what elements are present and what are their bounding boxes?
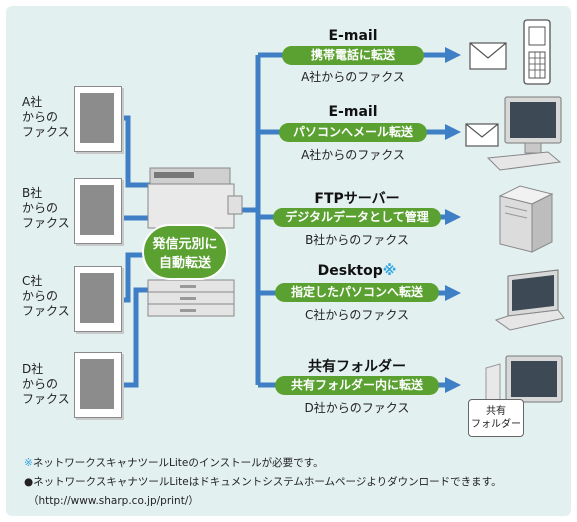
fax-document-b xyxy=(74,178,122,244)
dest-source-5: D社からのファクス xyxy=(304,401,410,415)
footnote-1-text: ネットワークスキャナツールLiteのインストールが必要です。 xyxy=(32,457,324,469)
source-label-d: D社からのファクス xyxy=(22,362,70,407)
shared-folder-tag: 共有 フォルダー xyxy=(468,399,524,437)
badge-line-2: 自動転送 xyxy=(158,256,211,271)
source-label-text: A社からのファクス xyxy=(22,95,70,139)
arrowhead-5 xyxy=(445,377,461,393)
footnote-1-mark: ※ xyxy=(24,457,33,469)
shared-folder-pc-icon xyxy=(485,355,563,415)
dest-action-2: パソコンへメール転送 xyxy=(279,123,427,142)
mobile-phone-icon xyxy=(523,19,551,85)
dest-title-desktop: Desktop※ xyxy=(282,263,432,279)
folder-tag-line-1: 共有 xyxy=(486,406,506,417)
dest-source-3: B社からのファクス xyxy=(305,233,409,247)
source-label-text: C社からのファクス xyxy=(22,274,70,318)
arrowhead-2 xyxy=(445,124,461,140)
arrowhead-3 xyxy=(445,209,461,225)
dest-action-5: 共有フォルダー内に転送 xyxy=(275,376,439,395)
dest-title-email-1: E-mail xyxy=(328,28,378,44)
source-label-a: A社からのファクス xyxy=(22,95,70,140)
fax-document-c xyxy=(74,266,122,332)
fax-document-a xyxy=(74,86,122,152)
badge-line-1: 発信元別に xyxy=(152,237,218,252)
envelope-icon-2 xyxy=(465,123,499,147)
dest-source-1: A社からのファクス xyxy=(301,70,405,84)
footnote-2: ●ネットワークスキャナツールLiteはドキュメントシステムホームページよりダウン… xyxy=(24,476,502,488)
dest-source-4: C社からのファクス xyxy=(304,308,410,322)
folder-tag-line-2: フォルダー xyxy=(471,419,521,430)
dest-title-email-2: E-mail xyxy=(328,104,378,120)
source-label-b: B社からのファクス xyxy=(22,186,70,231)
dest-source-2: A社からのファクス xyxy=(301,148,405,162)
note-reference-mark: ※ xyxy=(382,263,397,279)
server-icon xyxy=(498,185,554,253)
envelope-icon-1 xyxy=(469,42,507,70)
dest-title-ftp: FTPサーバー xyxy=(314,191,400,207)
dest-action-4: 指定したパソコンへ転送 xyxy=(275,283,439,302)
arrowhead-4 xyxy=(445,285,461,301)
laptop-icon xyxy=(494,269,565,331)
dest-title-shared-folder: 共有フォルダー xyxy=(308,359,406,375)
source-label-text: D社からのファクス xyxy=(22,362,70,406)
arrowhead-1 xyxy=(445,47,461,63)
footnote-3-url: （http://www.sharp.co.jp/print/） xyxy=(28,495,199,507)
dest-action-1: 携帯電話に転送 xyxy=(282,46,424,65)
footnote-1: ※ネットワークスキャナツールLiteのインストールが必要です。 xyxy=(24,455,324,470)
copier-icon xyxy=(147,167,243,317)
dest-title-desktop-text: Desktop xyxy=(317,263,383,279)
fax-document-d xyxy=(74,352,122,418)
source-label-text: B社からのファクス xyxy=(22,186,70,230)
auto-forward-badge: 発信元別に 自動転送 xyxy=(142,224,228,280)
source-label-c: C社からのファクス xyxy=(22,274,70,319)
desktop-pc-icon xyxy=(486,96,562,171)
dest-action-3: デジタルデータとして管理 xyxy=(273,208,441,227)
